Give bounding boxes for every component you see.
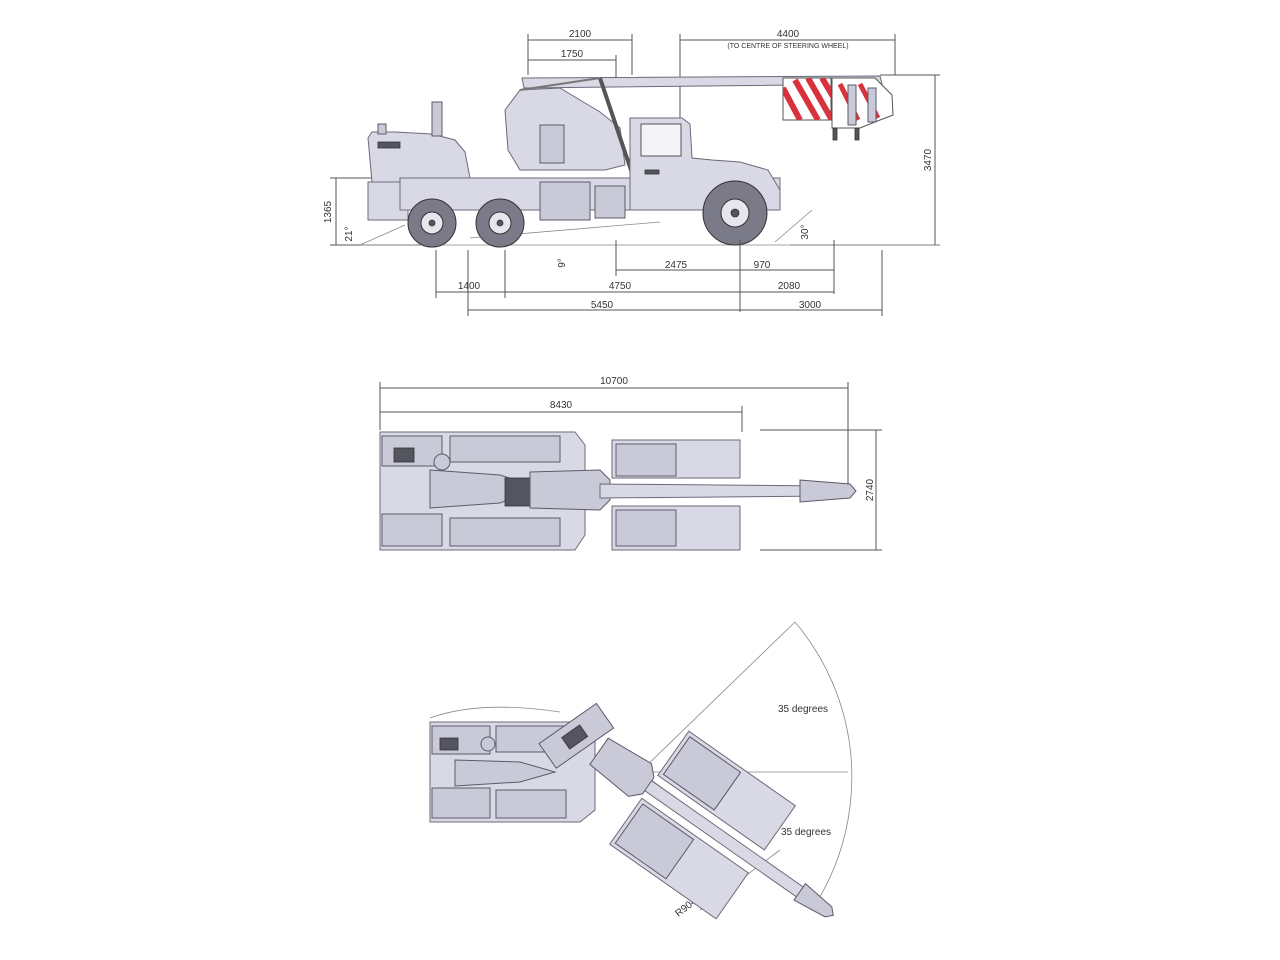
departure-angle-line [774, 209, 813, 243]
art-boom-root [589, 737, 655, 797]
fuel-tank [594, 185, 626, 219]
lift-cylinder [598, 77, 637, 183]
approach-angle-line [359, 224, 406, 246]
articulated-view: 35 degrees 35 degrees R9040 [429, 621, 853, 920]
dim-5450: 5450 [591, 300, 614, 311]
side-view: 2100 1750 4400 (TO CENTRE OF STEERING WH… [323, 29, 940, 316]
dim-1750: 1750 [561, 49, 584, 60]
dim-8430: 8430 [550, 400, 573, 411]
dim-line-1750 [528, 55, 617, 80]
dim-4400-note: (TO CENTRE OF STEERING WHEEL) [727, 43, 848, 50]
rear-mudguard-bottom [449, 517, 561, 547]
front-axle-wheel [702, 180, 768, 246]
top-view: 10700 8430 2740 [379, 376, 882, 551]
rear-axle-wheel-1 [407, 198, 457, 248]
dim-3000: 3000 [799, 300, 822, 311]
dim-10700: 10700 [600, 376, 628, 387]
seat-icon [393, 447, 415, 463]
front-mudguard [615, 509, 677, 547]
art-rear-mudguard-bottom [495, 789, 567, 819]
dim-1400: 1400 [458, 281, 481, 292]
dim-line-5450-3000 [467, 250, 883, 316]
dim-line-2740 [760, 429, 882, 551]
tail-arc [429, 706, 561, 719]
art-front-unit [589, 730, 834, 920]
art-seat-icon [439, 737, 459, 751]
dim-4400: 4400 [777, 29, 800, 40]
boom-link [519, 77, 601, 91]
angle-upper-label: 35 degrees [778, 704, 828, 715]
winch-drum [433, 453, 451, 471]
angle-lower-label: 35 degrees [781, 827, 831, 838]
dim-2740: 2740 [865, 478, 876, 501]
dim-line-1400-4750-2080 [435, 250, 834, 298]
art-winch-drum [480, 736, 496, 752]
rear-lamp [377, 123, 387, 135]
dim-line-8430 [380, 406, 743, 432]
art-boom-tip [793, 882, 834, 918]
angle-30: 30° [800, 224, 811, 239]
boom-top [599, 483, 829, 499]
dim-970: 970 [754, 260, 771, 271]
rear-bonnet [367, 131, 471, 183]
art-cab-roof [662, 736, 742, 811]
art-cradle-hitch [561, 724, 589, 750]
tool-box [539, 181, 591, 221]
dim-2080: 2080 [778, 281, 801, 292]
exhaust-stack [431, 101, 443, 137]
angle-9: 9° [557, 258, 568, 268]
rear-deck-right [381, 513, 443, 547]
cab-roof [615, 443, 677, 477]
dim-line-2475-970 [615, 240, 835, 312]
art-rear-deck-right [431, 787, 491, 819]
dim-line-10700 [379, 382, 849, 490]
dim-3470: 3470 [923, 148, 934, 171]
boom-head [782, 77, 894, 141]
dim-1365: 1365 [323, 200, 334, 223]
angle-21: 21° [344, 226, 355, 241]
dim-line-2100 [527, 34, 633, 75]
maker-badge [377, 141, 401, 149]
dim-2475: 2475 [665, 260, 688, 271]
art-boom-cradle [538, 702, 615, 769]
art-front-mudguard [614, 803, 695, 880]
door-handle [644, 169, 660, 175]
rear-axle-wheel-2 [475, 198, 525, 248]
cab-window [640, 123, 682, 157]
rear-mudguard-top [449, 435, 561, 463]
swing-arc [794, 621, 853, 901]
dim-4750: 4750 [609, 281, 632, 292]
cradle-panel [539, 124, 565, 164]
dim-2100: 2100 [569, 29, 592, 40]
art-slew-frame [454, 759, 557, 787]
boom-root [529, 469, 611, 511]
boom-tip-top [799, 479, 857, 503]
angle-ray-upper [639, 621, 796, 773]
